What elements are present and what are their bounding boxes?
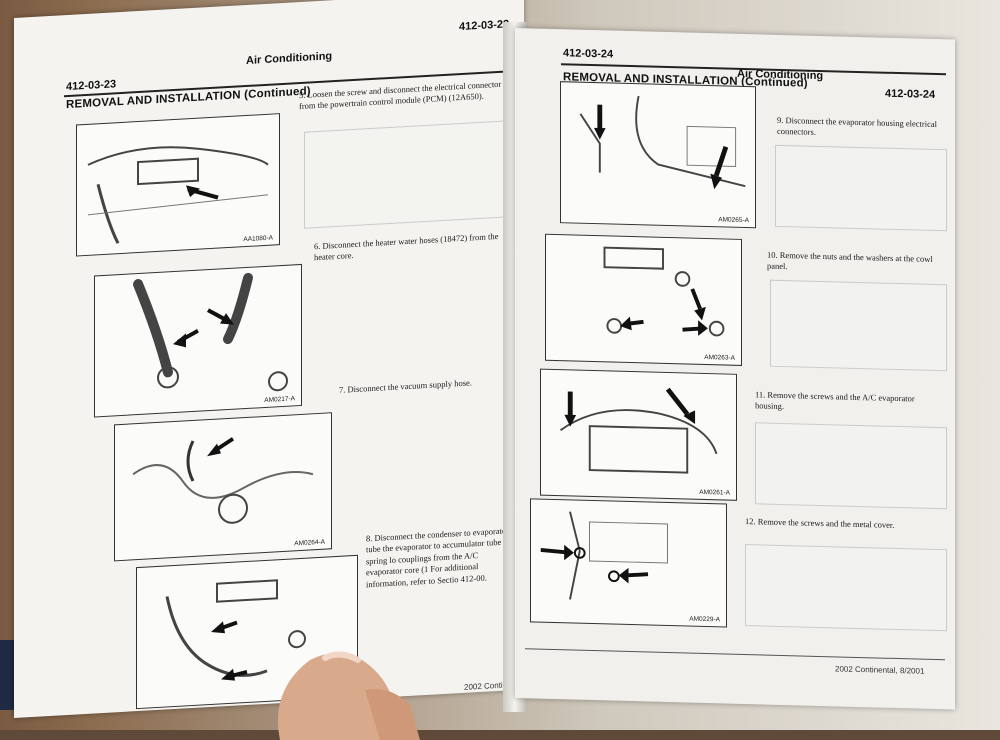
figure-illustration: AM0261-A bbox=[540, 368, 737, 501]
page-number: 412-03-24 bbox=[885, 87, 936, 102]
procedure-step: 9. Disconnect the evaporator housing ele… bbox=[777, 114, 938, 138]
bleed-through-figure bbox=[745, 544, 947, 632]
left-page: 412-03-23 Air Conditioning 412-03-23 REM… bbox=[14, 0, 524, 719]
bleed-through-figure bbox=[770, 279, 947, 372]
figure-id: AM0265-A bbox=[718, 216, 749, 225]
right-page: 412-03-24 Air Conditioning 412-03-24 REM… bbox=[515, 28, 955, 710]
figure-illustration: AM0263-A bbox=[545, 233, 742, 366]
page-number: 412-03-23 bbox=[459, 18, 510, 34]
page-footer: 2002 Continental, 8/2001 bbox=[835, 664, 925, 676]
procedure-step: 12. Remove the screws and the metal cove… bbox=[745, 516, 895, 530]
figure-illustration: AA1080-A bbox=[76, 113, 280, 257]
bleed-through-figure bbox=[775, 144, 947, 232]
figure-id: AM0229-A bbox=[689, 615, 720, 624]
figure-illustration: AM0217-A bbox=[94, 263, 302, 418]
hand-thumb bbox=[278, 651, 420, 740]
procedure-step: 8. Disconnect the condenser to evaporato… bbox=[366, 525, 510, 590]
procedure-step: 6. Disconnect the heater water hoses (18… bbox=[314, 230, 499, 263]
page-number: 412-03-24 bbox=[563, 47, 614, 61]
page-number: 412-03-23 bbox=[66, 78, 117, 94]
footer-rule bbox=[525, 648, 945, 661]
procedure-step: 5. Loosen the screw and disconnect the e… bbox=[299, 78, 502, 112]
figure-id: AM0261-A bbox=[699, 488, 730, 497]
procedure-step: 7. Disconnect the vacuum supply hose. bbox=[339, 377, 472, 395]
figure-id: AM0263-A bbox=[704, 353, 735, 362]
figure-illustration: AM0264-A bbox=[114, 412, 332, 562]
bleed-through-figure bbox=[304, 120, 506, 229]
figure-illustration: AM0229-A bbox=[530, 498, 727, 628]
bleed-through-figure bbox=[755, 422, 947, 510]
figure-illustration: AM0265-A bbox=[560, 81, 756, 229]
procedure-step: 10. Remove the nuts and the washers at t… bbox=[767, 249, 933, 272]
section-title: Air Conditioning bbox=[246, 50, 333, 68]
procedure-step: 11. Remove the screws and the A/C evapor… bbox=[755, 389, 915, 412]
